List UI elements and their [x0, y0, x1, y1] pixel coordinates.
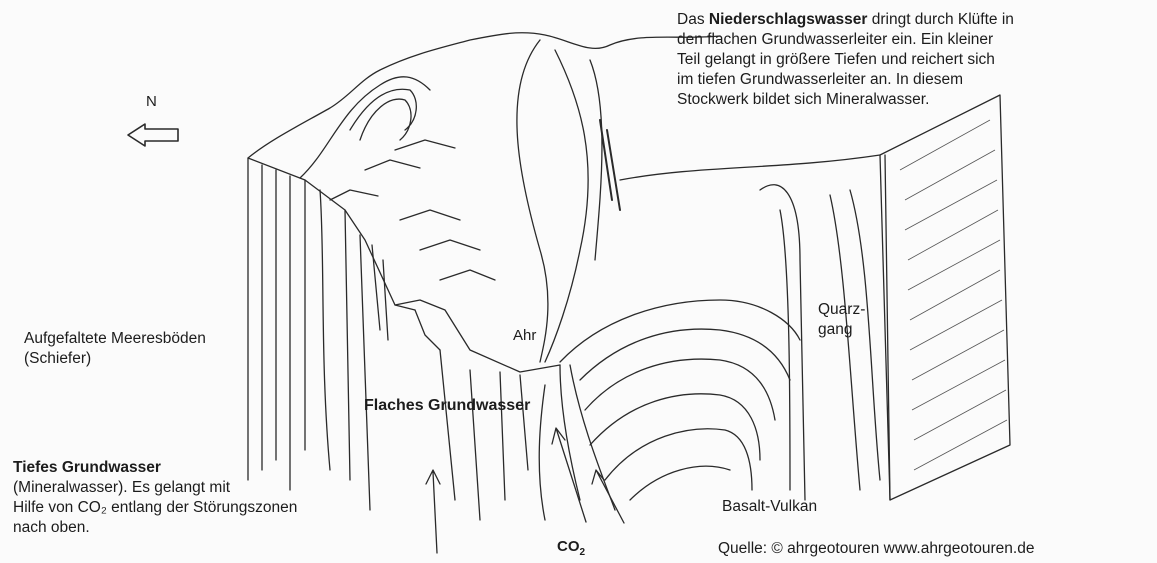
description-line-2: den flachen Grundwasserleiter ein. Ein k…	[677, 30, 1014, 50]
up-arrow-icon-3	[592, 470, 624, 523]
description-line-5: Stockwerk bildet sich Mineralwasser.	[677, 90, 1014, 110]
block-top-outline	[248, 33, 720, 158]
co2-subscript: 2	[580, 547, 586, 558]
description-text: Das Niederschlagswasser dringt durch Klü…	[677, 10, 1014, 110]
co2-main: CO	[557, 538, 580, 555]
quarz-line-1: Quarz-	[818, 300, 865, 320]
tiefes-line-2: Hilfe von CO₂ entlang der Störungszonen	[13, 498, 297, 518]
niederschlagswasser-term: Niederschlagswasser	[709, 11, 868, 28]
arrow-left-icon	[128, 124, 178, 146]
ahr-valley	[517, 40, 548, 362]
source-credit: Quelle: © ahrgeotouren www.ahrgeotouren.…	[718, 539, 1034, 559]
block-right-face	[880, 95, 1010, 500]
quarzgang-label: Quarz- gang	[818, 300, 865, 340]
up-arrow-icon-2	[552, 428, 586, 522]
up-arrow-icon	[426, 470, 440, 553]
aufgefaltete-line-2: (Schiefer)	[24, 349, 206, 369]
description-line-1-prefix: Das	[677, 11, 709, 28]
north-label: N	[146, 92, 157, 112]
aufgefaltete-line-1: Aufgefaltete Meeresböden	[24, 329, 206, 349]
tiefes-grundwasser-title: Tiefes Grundwasser	[13, 458, 297, 478]
quarz-line-2: gang	[818, 320, 865, 340]
description-line-4: im tiefen Grundwasserleiter an. In diese…	[677, 70, 1014, 90]
tiefes-line-3: nach oben.	[13, 518, 297, 538]
flaches-grundwasser-label: Flaches Grundwasser	[364, 396, 530, 416]
co2-label: CO2	[557, 537, 585, 563]
description-line-1: Das Niederschlagswasser dringt durch Klü…	[677, 10, 1014, 30]
description-line-1-suffix: dringt durch Klüfte in	[867, 11, 1013, 28]
basalt-vulkan-label: Basalt-Vulkan	[722, 497, 817, 517]
tiefes-line-1: (Mineralwasser). Es gelangt mit	[13, 478, 297, 498]
ahr-label: Ahr	[513, 326, 536, 346]
description-line-3: Teil gelangt in größere Tiefen und reich…	[677, 50, 1014, 70]
aufgefaltete-meeresboeden-label: Aufgefaltete Meeresböden (Schiefer)	[24, 329, 206, 369]
tiefes-grundwasser-text: Tiefes Grundwasser (Mineralwasser). Es g…	[13, 458, 297, 538]
block-left-face	[248, 158, 415, 480]
